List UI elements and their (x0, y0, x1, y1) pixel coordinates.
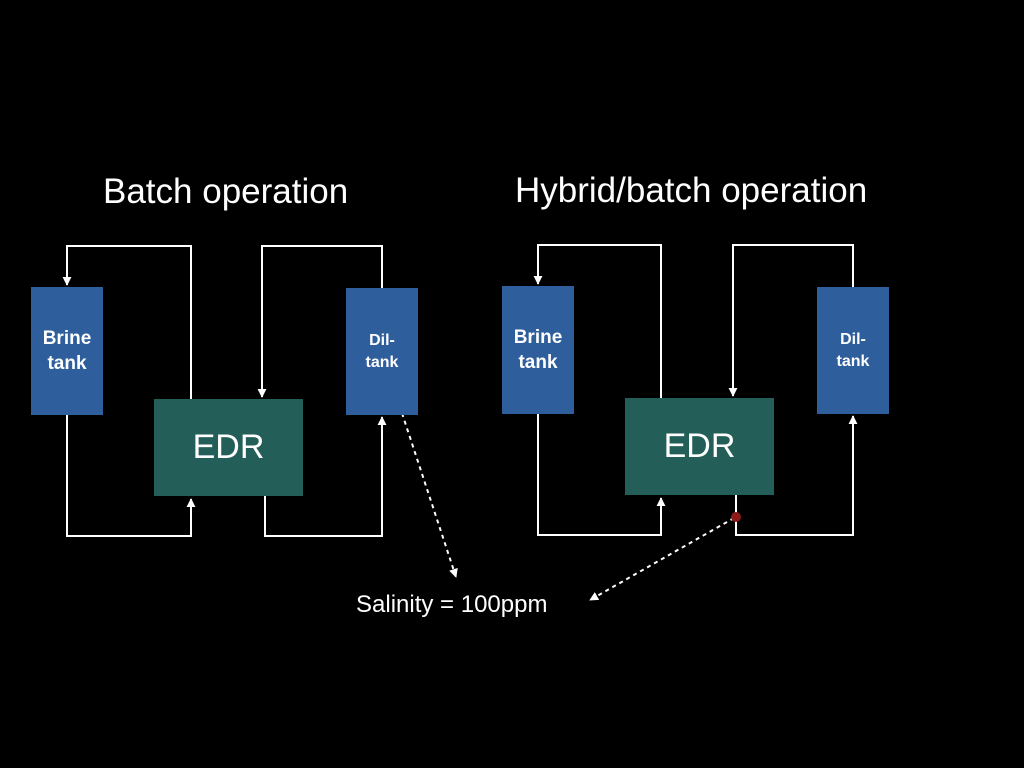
batch-operation-title: Batch operation (103, 172, 349, 211)
brine-tank-label-line2: tank (47, 353, 87, 374)
brine-tank-right: Brine tank (502, 286, 574, 414)
salinity-annotation: Salinity = 100ppm (356, 591, 548, 618)
brine-tank-label-line1: Brine (513, 327, 563, 348)
edr-to-brine-line (62, 245, 192, 400)
dil-tank-label-line2: tank (836, 352, 870, 370)
dashed-arrow-left (396, 397, 458, 578)
brine-tank-label-line1: Brine (42, 328, 92, 349)
brine-to-edr-line (66, 415, 196, 537)
hybrid-batch-operation-title: Hybrid/batch operation (515, 171, 868, 210)
dil-tank-left: Dil- tank (346, 288, 418, 415)
edr-box-right: EDR (625, 398, 774, 495)
brine-tank-label-line2: tank (518, 352, 558, 373)
dil-tank-label-line2: tank (365, 353, 399, 371)
dil-tank-right: Dil- tank (817, 287, 889, 414)
brine-tank-left: Brine tank (31, 287, 103, 415)
brine-to-edr-line-right (537, 414, 666, 536)
edr-to-dil-line (264, 416, 387, 537)
edr-box-left: EDR (154, 399, 303, 496)
edr-to-brine-line-right (533, 244, 662, 399)
sensor-dot (731, 512, 741, 522)
dil-to-edr-line (257, 245, 383, 398)
dil-tank-label-line1: Dil- (840, 330, 866, 348)
dil-tank-label-line1: Dil- (369, 331, 395, 349)
dil-to-edr-line-right (728, 244, 854, 397)
dashed-arrow-right (589, 517, 735, 601)
